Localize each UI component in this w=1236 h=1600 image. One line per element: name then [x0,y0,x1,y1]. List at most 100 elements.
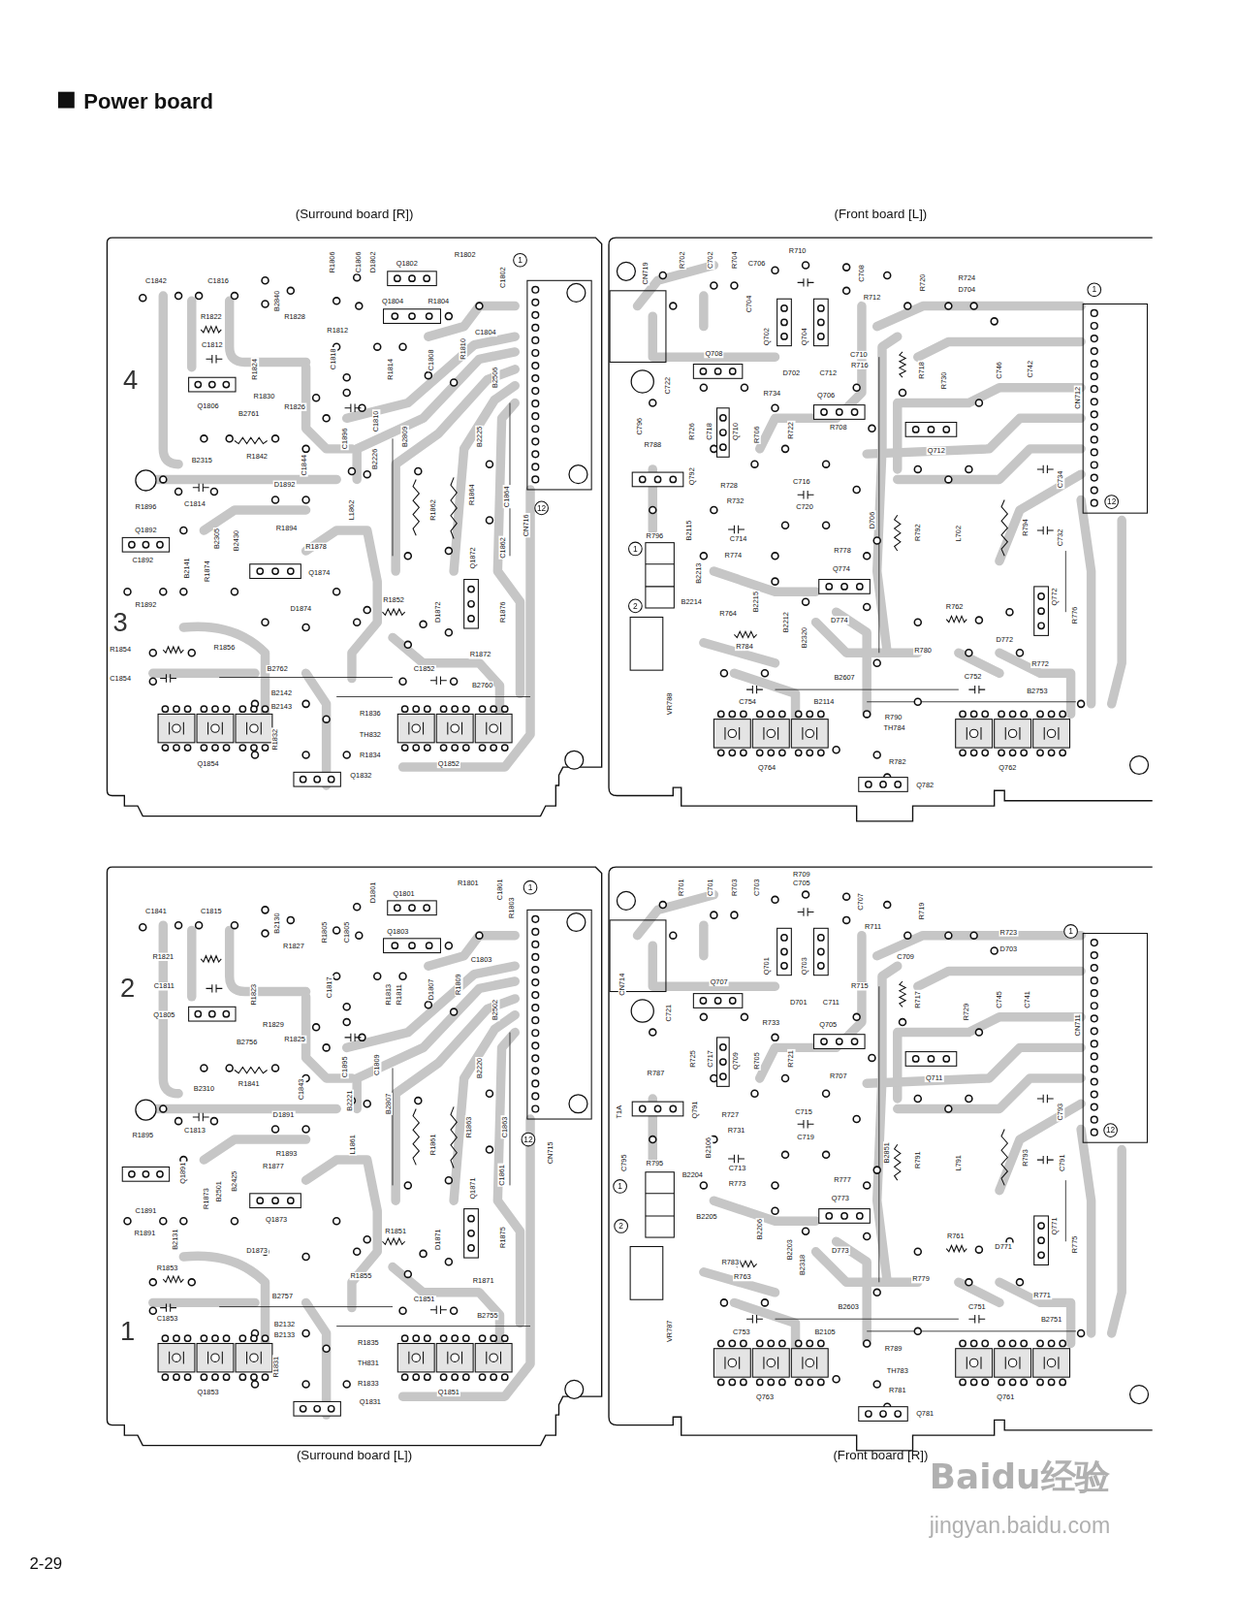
part-label: B2143 [270,702,293,711]
solder-pad [404,640,412,648]
transistor-pad [412,1334,419,1341]
power-transistor [196,1342,234,1371]
part-label: B2762 [265,665,288,673]
transistor-pad [821,1038,827,1045]
transistor-pad [654,475,661,482]
solder-pad [302,623,310,631]
solder-pad [343,751,350,759]
callout-circle [1104,1123,1118,1138]
resistor-symbol [381,608,405,615]
solder-pad [710,282,718,289]
transistor-outline [189,377,236,392]
part-label: C751 [967,1301,987,1310]
part-label: B2142 [270,689,293,698]
transistor-symbol [728,1358,736,1366]
part-label: C745 [995,989,1004,1010]
transistor-pad [1047,1339,1054,1346]
capacitor-symbol [1037,465,1054,474]
transistor-symbol [802,727,818,740]
connector-pin [532,362,539,370]
transistor-pad [394,275,401,282]
transistor-pad [194,380,201,387]
part-label: C793 [1056,1102,1065,1122]
silk-line [1065,1179,1067,1241]
transistor-pad [128,541,135,548]
copper-trace [958,652,1000,673]
transistor-pad [1020,710,1027,717]
part-label: R782 [887,758,908,766]
transistor-pad [699,368,706,375]
transistor-symbol [728,728,736,737]
connector-pin [532,412,539,420]
circuit-board [106,866,602,1445]
part-label: D1801 [369,881,378,905]
transistor-pad [157,541,163,548]
transistor-outline [293,771,341,787]
transistor-pad [212,744,219,751]
solder-pad [904,302,912,310]
transistor-pad [1009,710,1015,717]
transistor-pad [943,1055,950,1062]
transistor-pad [401,744,408,751]
transistor-pad [818,962,824,969]
part-label: Q709 [730,1050,739,1071]
part-label: R724 [956,274,977,283]
part-label: Q1891 [179,1161,188,1185]
solder-pad [914,697,921,705]
solder-pad [782,1150,790,1158]
part-label: R1877 [261,1161,286,1170]
capacitor-symbol [728,525,745,534]
solder-pad [230,1217,238,1225]
solder-pad [843,916,851,923]
part-label: R763 [732,1272,753,1281]
power-transistor [713,1348,751,1377]
part-label: R774 [724,551,744,560]
part-label: L791 [954,1153,963,1172]
mounting-hole [569,465,588,484]
transistor-pad [880,1410,887,1417]
transistor-pad [818,318,824,325]
transistor-pad [795,710,802,717]
part-label: Q710 [730,421,739,442]
callout-number: 12 [537,503,546,512]
solder-pad [353,618,361,626]
variable-resistor [630,1246,664,1300]
transistor-pad [401,705,408,712]
part-label: C1891 [134,1205,159,1214]
transistor-pad [314,1405,320,1412]
solder-pad [475,302,483,310]
part-label: C716 [792,476,812,485]
transistor-pad [806,749,813,756]
solder-pad [355,302,363,310]
solder-pad [404,552,412,560]
part-label: D773 [830,1246,851,1255]
transistor-outline [122,1166,169,1181]
part-label: Q1831 [358,1396,382,1405]
connector-pin [532,915,539,922]
part-label: C1801 [495,877,504,901]
transistor-pad [173,1334,180,1341]
transistor-symbol [1005,1356,1020,1369]
callout-circle [535,501,549,515]
fuse-holder [645,1193,674,1216]
capacitor-symbol [192,483,210,492]
silk-line [1065,550,1067,612]
transistor-pad [818,1378,824,1385]
part-label: T1A [614,1104,623,1120]
part-label: Q771 [1050,1215,1059,1236]
solder-pad [424,372,432,380]
transistor-pad [894,781,901,788]
transistor-pad [781,948,788,954]
solder-pad [333,1217,341,1225]
solder-pad [404,1269,412,1277]
part-label: R703 [729,877,738,897]
copper-trace [1111,520,1123,704]
part-label: C703 [752,877,761,897]
capacitor-symbol [205,354,222,363]
transistor-pad [463,1334,470,1341]
part-label: D704 [956,285,977,294]
solder-pad [272,1064,280,1072]
solder-pad [669,931,677,939]
transistor-pad [1038,593,1045,600]
connector-pin [532,979,539,986]
